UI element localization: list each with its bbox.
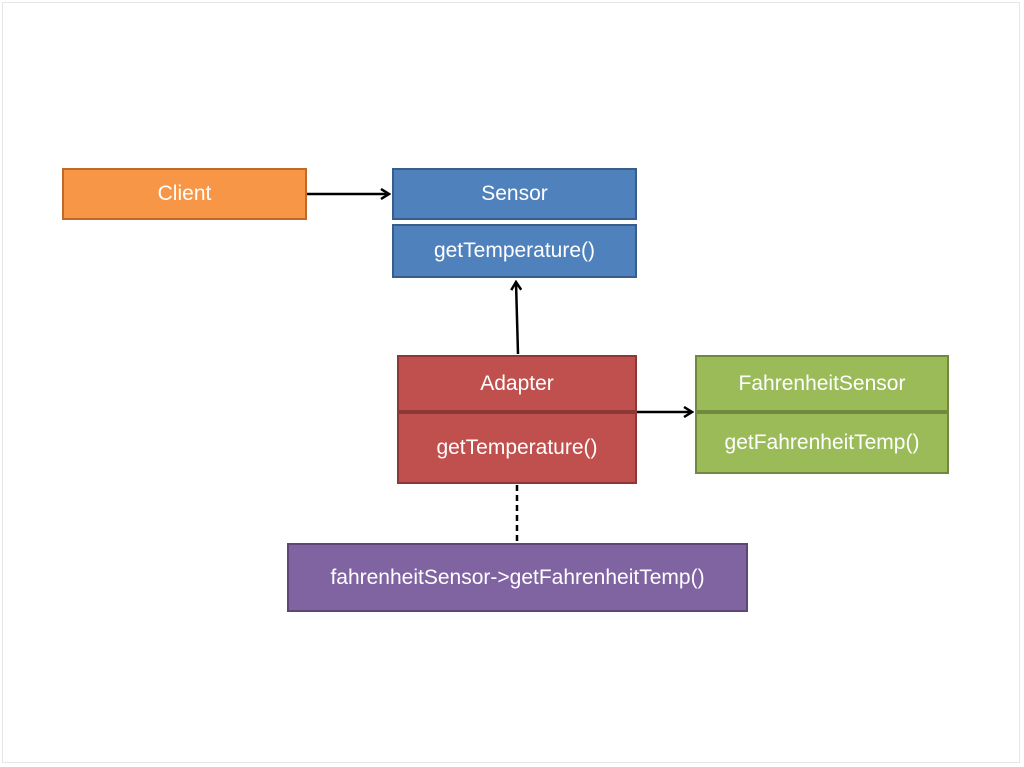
fahrenheit-sensor-operation-label: getFahrenheitTemp() xyxy=(724,431,920,454)
implementation-note-text: fahrenheitSensor->getFahrenheitTemp() xyxy=(330,565,705,589)
fahrenheit-sensor-name-label: FahrenheitSensor xyxy=(738,371,906,395)
sensor-name-label: Sensor xyxy=(481,182,548,205)
adapter-class-name[interactable]: Adapter xyxy=(397,355,637,412)
client-label: Client xyxy=(157,182,212,205)
arrow-adapter-to-sensor xyxy=(516,282,518,355)
fahrenheit-sensor-class-name[interactable]: FahrenheitSensor xyxy=(695,355,949,412)
client-box[interactable]: Client xyxy=(62,168,307,220)
sensor-class-name[interactable]: Sensor xyxy=(392,168,637,220)
adapter-class-operations[interactable]: getTemperature() xyxy=(397,412,637,484)
adapter-operation-label: getTemperature() xyxy=(436,436,598,459)
implementation-note-box[interactable]: fahrenheitSensor->getFahrenheitTemp() xyxy=(287,543,748,612)
fahrenheit-sensor-class-operations[interactable]: getFahrenheitTemp() xyxy=(695,412,949,474)
sensor-operation-label: getTemperature() xyxy=(433,239,596,262)
adapter-name-label: Adapter xyxy=(480,371,554,395)
sensor-class-operations[interactable]: getTemperature() xyxy=(392,224,637,278)
